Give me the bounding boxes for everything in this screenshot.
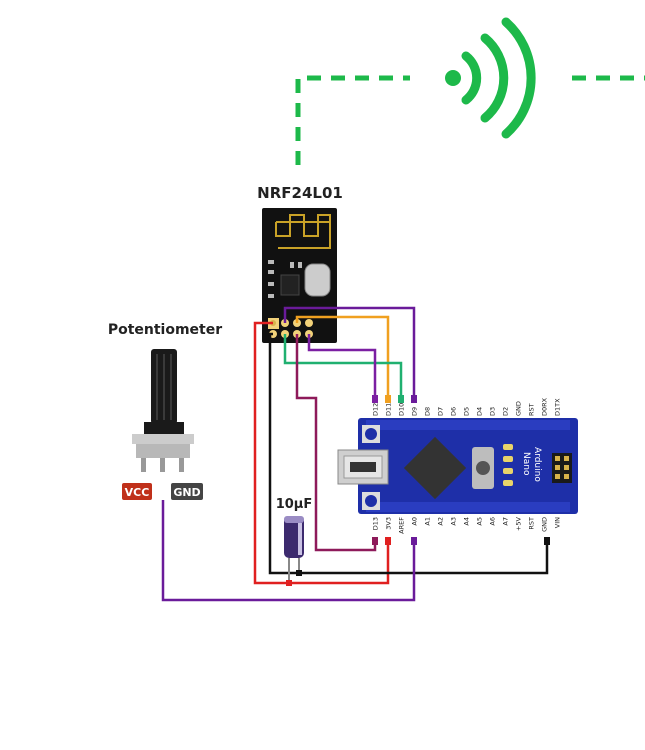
capacitor-10uf: 10µF — [276, 497, 313, 583]
potentiometer — [132, 349, 194, 472]
arduino-pin-label: D7 — [437, 407, 445, 416]
wires — [161, 306, 549, 602]
arduino-pin-label: D2 — [502, 407, 510, 416]
arduino-pin-label: D3 — [489, 407, 497, 416]
arduino-pin-label: D5 — [463, 407, 471, 416]
arduino-pin-label: D8 — [424, 407, 432, 416]
wireless-link — [295, 17, 645, 165]
arduino-pin-label: D13 — [372, 517, 380, 530]
arduino-pin-label: GND — [541, 517, 549, 532]
wire-violet-d12 — [307, 334, 377, 400]
arduino-label-line1: Arduino — [532, 447, 542, 482]
arduino-pin-label: D1TX — [554, 398, 562, 416]
arduino-pin-label: A6 — [489, 517, 497, 526]
pot-gnd-label: GND — [173, 486, 200, 499]
arduino-pin-label: A5 — [476, 517, 484, 526]
wire-orange-d11 — [295, 315, 390, 400]
arduino-label-line2: Nano — [521, 452, 531, 476]
arduino-pin-label: A3 — [450, 517, 458, 526]
arduino-nano: Arduino Nano — [337, 418, 578, 514]
arduino-pin-label: A7 — [502, 517, 510, 526]
capacitor-label: 10µF — [276, 497, 313, 512]
wire-end-markers — [372, 395, 550, 545]
arduino-bottom-pin-labels: D13 3V3 AREF A0 A1 A2 A3 A4 A5 A6 A7 +5V RST GND VIN — [372, 516, 562, 533]
wire-black-gnd — [268, 332, 549, 575]
arduino-pin-label: D9 — [411, 407, 419, 416]
arduino-top-pin-labels: D12 D11 D10 D9 D8 D7 D6 D5 D4 D3 D2 GND RST D0RX D1TX — [372, 397, 562, 416]
radio-module-label: NRF24L01 — [257, 184, 343, 202]
wire-purple-d9 — [283, 306, 416, 400]
wire-purple-a0 — [161, 500, 416, 602]
arduino-pin-label: RST — [528, 403, 536, 416]
potentiometer-label: Potentiometer — [108, 322, 222, 338]
arduino-pin-label: D12 — [372, 403, 380, 416]
arduino-pin-label: A1 — [424, 517, 432, 526]
arduino-pin-label: A2 — [437, 517, 445, 526]
wire-green-d10 — [283, 334, 403, 400]
arduino-pin-label: A4 — [463, 517, 471, 526]
arduino-pin-label: +5V — [515, 516, 523, 531]
arduino-pin-label: GND — [515, 401, 523, 416]
wire-magenta-d13 — [295, 334, 377, 552]
wire-red-3v3 — [253, 321, 390, 585]
nrf24l01-module — [262, 208, 337, 343]
arduino-pin-label: D4 — [476, 407, 484, 416]
arduino-pin-label: D11 — [385, 403, 393, 416]
arduino-pin-label: 3V3 — [385, 517, 393, 530]
arduino-pin-label: VIN — [554, 517, 562, 528]
pot-gnd-badge: GND — [171, 483, 203, 500]
wifi-signal-icon — [445, 17, 536, 139]
pot-vcc-label: VCC — [125, 486, 150, 499]
arduino-pin-label: RST — [528, 517, 536, 530]
arduino-pin-label: D6 — [450, 407, 458, 416]
arduino-pin-label: AREF — [398, 517, 406, 534]
pot-vcc-badge: VCC — [122, 483, 152, 500]
arduino-pin-label: A0 — [411, 517, 419, 526]
arduino-pin-label: D0RX — [541, 397, 549, 416]
arduino-pin-label: D10 — [398, 403, 406, 416]
